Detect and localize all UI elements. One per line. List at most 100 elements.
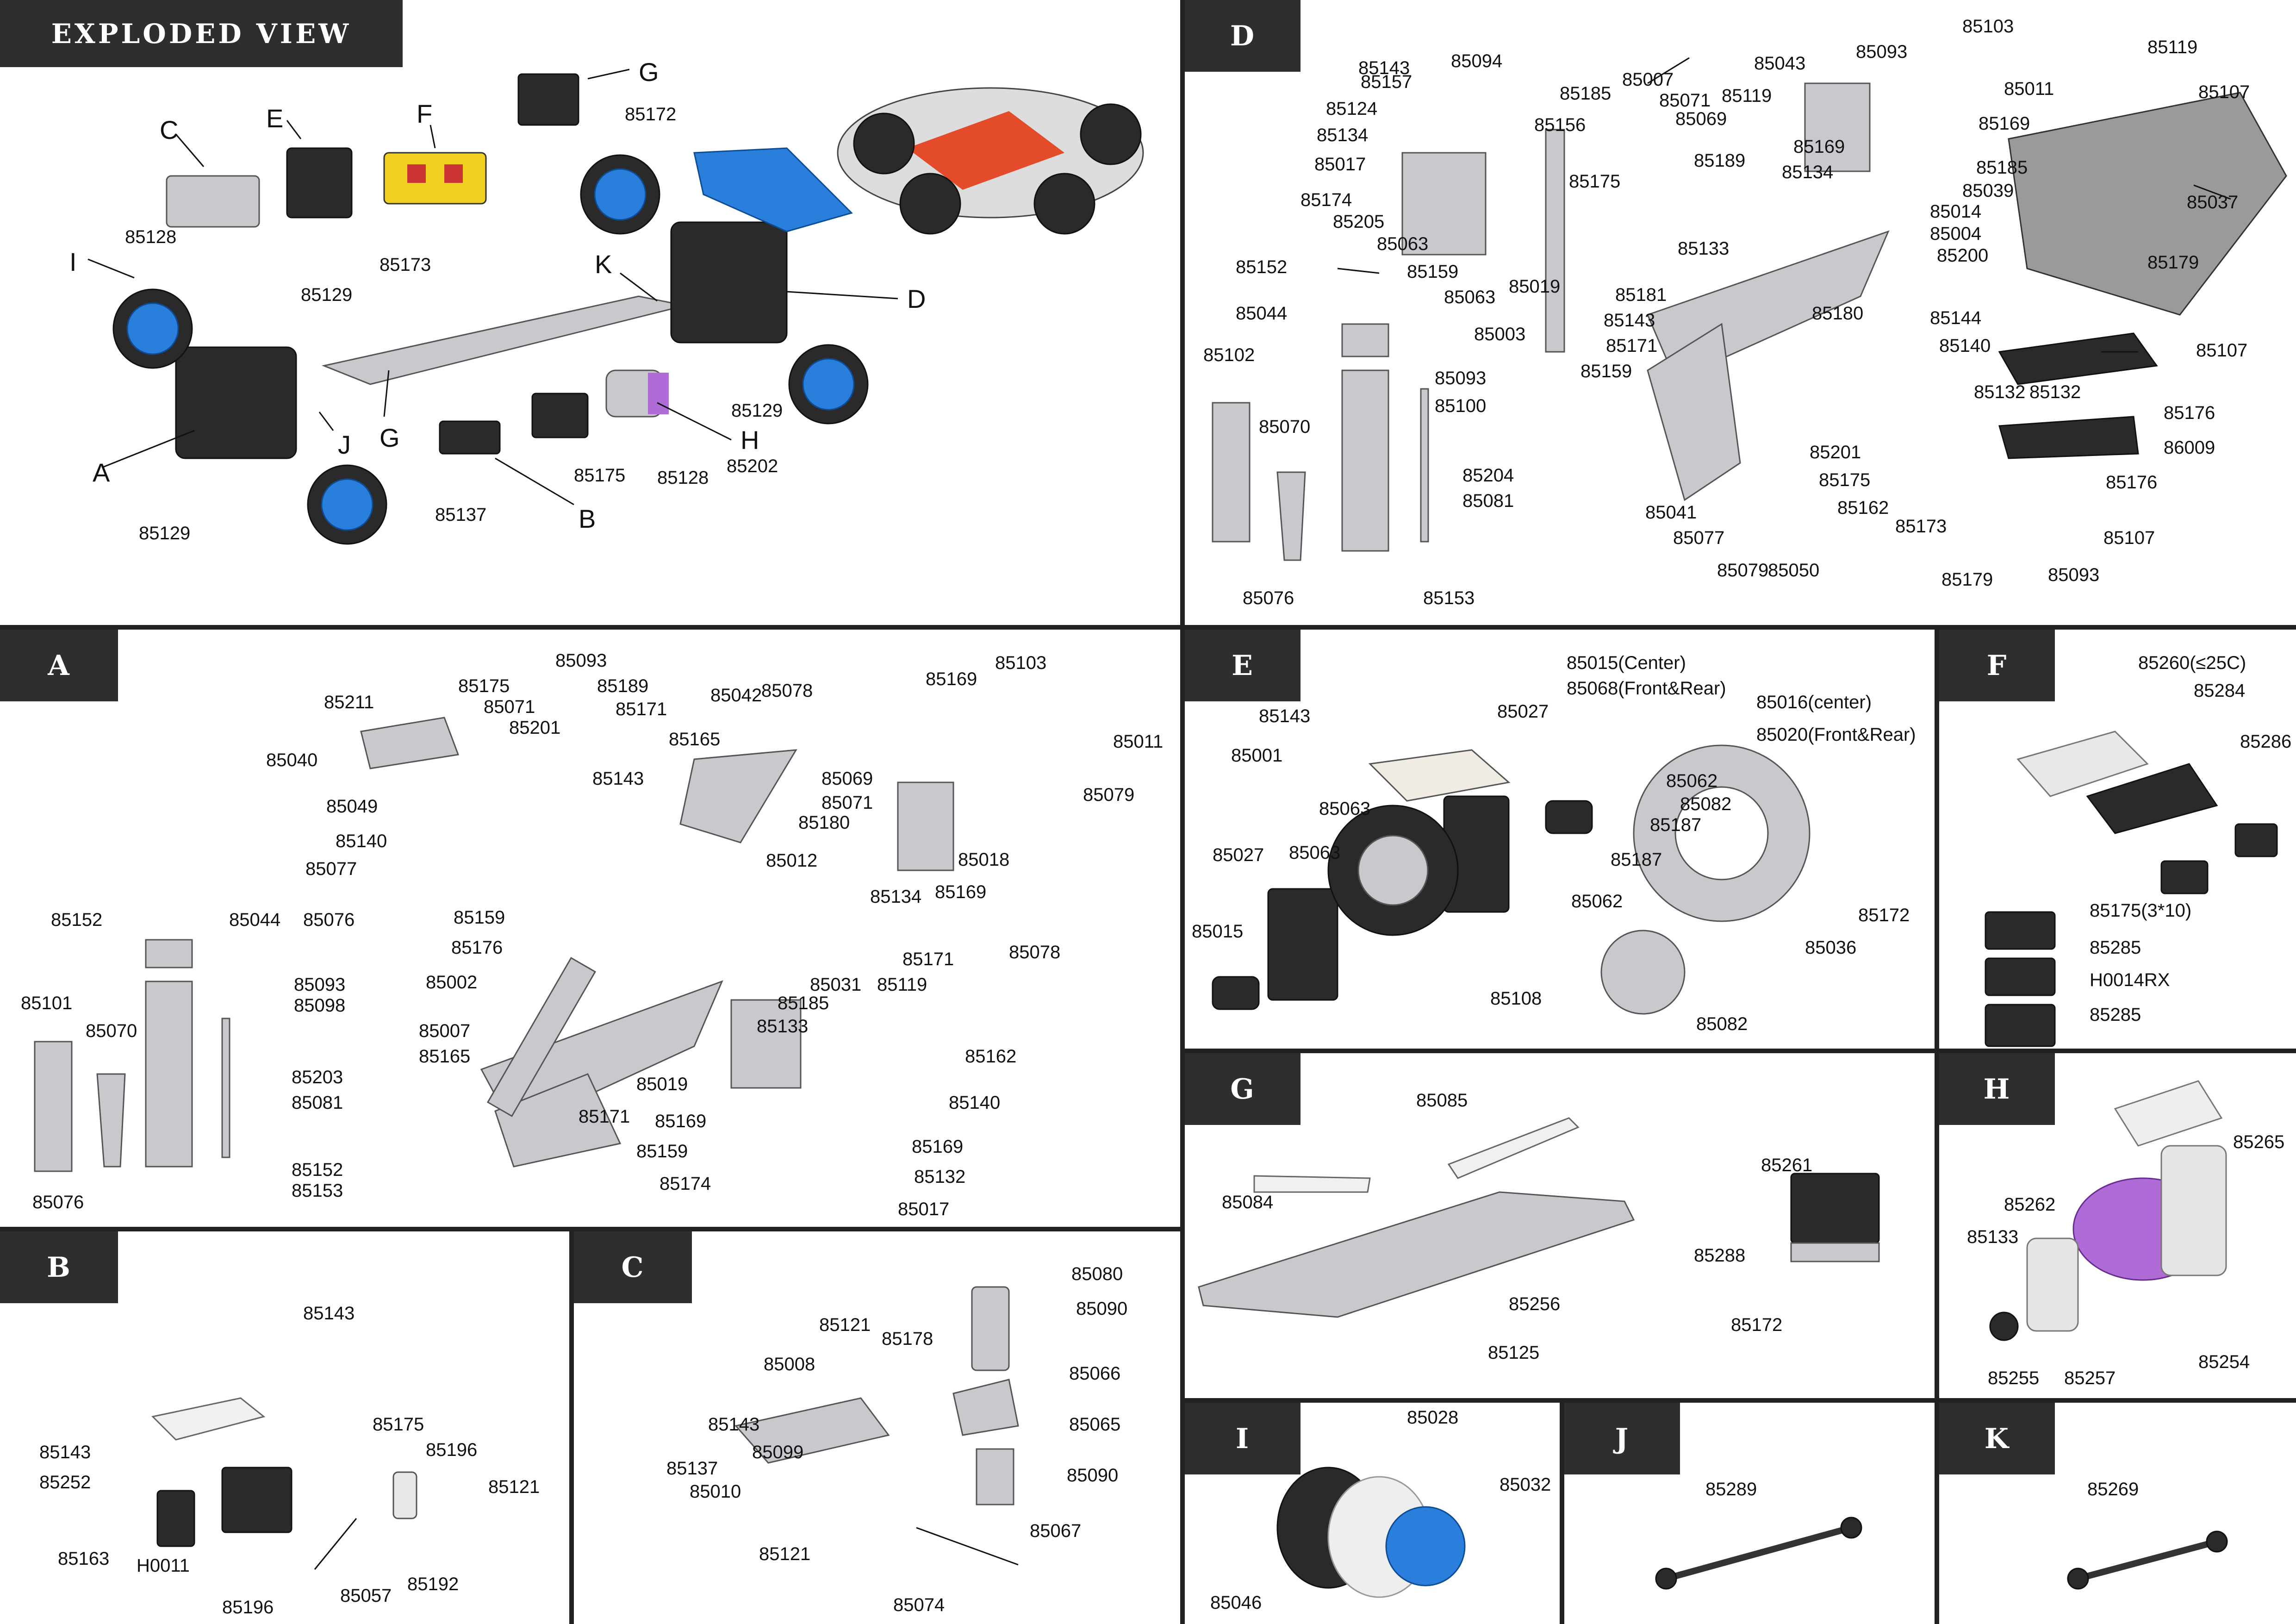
- part-number: 85143: [1259, 706, 1310, 726]
- divider-horizontal-eg: [1185, 1049, 2296, 1053]
- top-brace: [1447, 1117, 1580, 1179]
- part-number: 85134: [1782, 162, 1833, 182]
- overview-letter: E: [266, 104, 283, 133]
- part-number: 85011: [2004, 79, 2054, 99]
- part-number: 85256: [1509, 1294, 1560, 1314]
- panel-g-drawing: 85085 85084 85256 85125 85261 85288 8517…: [1198, 1090, 1880, 1363]
- part-number: 85159: [636, 1141, 688, 1162]
- part-number: 85121: [759, 1544, 810, 1564]
- part-number: 85179: [2147, 252, 2199, 273]
- part-number: 85133: [1678, 238, 1729, 259]
- shock-assembly-a: [486, 957, 597, 1117]
- part-number: 85288: [1694, 1245, 1745, 1266]
- part-number: 85175: [574, 465, 625, 486]
- part-number: 85172: [1731, 1315, 1782, 1335]
- part-number: 85153: [292, 1181, 343, 1201]
- diff-plate: [1368, 749, 1511, 802]
- front-bulkhead: [494, 1073, 622, 1168]
- part-number: 85169: [1979, 113, 2030, 134]
- panel-b: B 85143 85143 85252 85163 H0011 85196 85…: [0, 1231, 569, 1624]
- exploded-view-title: EXPLODED VIEW: [0, 0, 403, 67]
- overview-letter: C: [160, 115, 178, 144]
- section-tag-d: D: [1185, 0, 1300, 72]
- part-number: 85162: [1837, 498, 1889, 518]
- part-number: 86009: [2164, 437, 2215, 458]
- part-number: 85093: [294, 974, 345, 995]
- part-number: 85103: [1962, 16, 2014, 37]
- part-number: 85176: [2106, 472, 2157, 493]
- part-number: 85169: [912, 1137, 963, 1157]
- part-number: 85082: [1680, 794, 1731, 814]
- panel-i-drawing: 85028 85032 85046: [1210, 1407, 1551, 1613]
- part-number: 85201: [509, 718, 560, 738]
- panel-a: A 85211 85175 85071 85201 85040 85049 85…: [0, 630, 1180, 1227]
- divider-horizontal-gi: [1185, 1398, 2296, 1403]
- part-number: 85063: [1289, 843, 1340, 863]
- part-number: 85044: [1236, 303, 1287, 324]
- part-number: 85137: [435, 505, 486, 525]
- part-number: 85107: [2103, 528, 2155, 548]
- receiver: [531, 393, 589, 438]
- part-number: 85017: [1314, 154, 1366, 175]
- part-number: 85071: [484, 697, 535, 717]
- part-number: H0014RX: [2090, 970, 2170, 990]
- part-number: 85019: [1509, 276, 1560, 297]
- part-number: H0011: [137, 1555, 190, 1576]
- part-number: 85081: [292, 1093, 343, 1113]
- part-number: 85085: [1416, 1090, 1468, 1111]
- spring-cone: [1276, 471, 1306, 561]
- part-number: 85169: [926, 669, 977, 689]
- part-number: 85181: [1615, 285, 1667, 305]
- part-number: 85119: [2147, 37, 2197, 57]
- part-number: 85124: [1326, 99, 1377, 119]
- hub-carrier: [1804, 82, 1871, 172]
- overview-letter: A: [93, 458, 110, 487]
- panel-j-drawing: 85289: [1655, 1479, 1862, 1590]
- part-number: 85159: [454, 907, 505, 928]
- part-number: 85125: [1488, 1343, 1539, 1363]
- part-number: 85143: [39, 1442, 91, 1462]
- shock-tower: [1401, 152, 1487, 256]
- drive-shaft: [2077, 1538, 2218, 1582]
- panel-f-drawing: 85260(≤25C) 85284 85286 85175(3*10) 8528…: [1985, 653, 2291, 1047]
- main-chassis: [1198, 1191, 1635, 1318]
- panel-h-drawing: 85265 85262 85133 85255 85257 85254: [1967, 1080, 2284, 1388]
- part-number: 85152: [292, 1160, 343, 1180]
- part-number: 85171: [1606, 336, 1657, 356]
- divider-vertical-bc: [569, 1231, 574, 1624]
- part-number: 85196: [426, 1440, 477, 1460]
- part-number: 85174: [660, 1174, 711, 1194]
- servo: [439, 420, 501, 455]
- part-number: 85133: [757, 1016, 808, 1037]
- panel-j: J 85289: [1564, 1403, 1935, 1624]
- part-number: 85082: [1696, 1014, 1748, 1034]
- pinion: [1989, 1312, 2019, 1341]
- part-number: 85046: [1210, 1593, 1262, 1613]
- part-number: 85169: [935, 882, 986, 902]
- part-number: 85002: [426, 972, 477, 993]
- part-number: 85144: [1930, 308, 1981, 328]
- part-number: 85070: [86, 1021, 137, 1041]
- overview-letter: G: [380, 423, 400, 452]
- servo-horn: [392, 1471, 417, 1519]
- part-number: 85077: [305, 859, 357, 879]
- battery-case-lid: [2016, 731, 2149, 797]
- part-number: 85119: [877, 974, 927, 995]
- part-number: 85093: [1856, 42, 1907, 62]
- part-number: 85152: [1236, 257, 1287, 277]
- part-number: 85165: [419, 1046, 470, 1067]
- part-number: 85065: [1069, 1414, 1120, 1435]
- part-number: 85133: [1967, 1227, 2018, 1247]
- part-number: 85098: [294, 995, 345, 1016]
- section-tag-j: J: [1564, 1403, 1680, 1474]
- part-number: 85074: [893, 1595, 945, 1615]
- part-number: 85015(Center): [1567, 653, 1686, 673]
- part-number: 85175: [373, 1414, 424, 1435]
- part-number: 85081: [1462, 491, 1514, 511]
- part-number: 85090: [1076, 1299, 1127, 1319]
- battery-strap: [2160, 860, 2209, 894]
- part-number: 85171: [902, 949, 954, 969]
- part-number: 85020(Front&Rear): [1756, 725, 1916, 745]
- part-number: 85285: [2090, 937, 2141, 958]
- panel-d: D 85143 85094 85157 85124 85134 85017 85…: [1185, 0, 2296, 625]
